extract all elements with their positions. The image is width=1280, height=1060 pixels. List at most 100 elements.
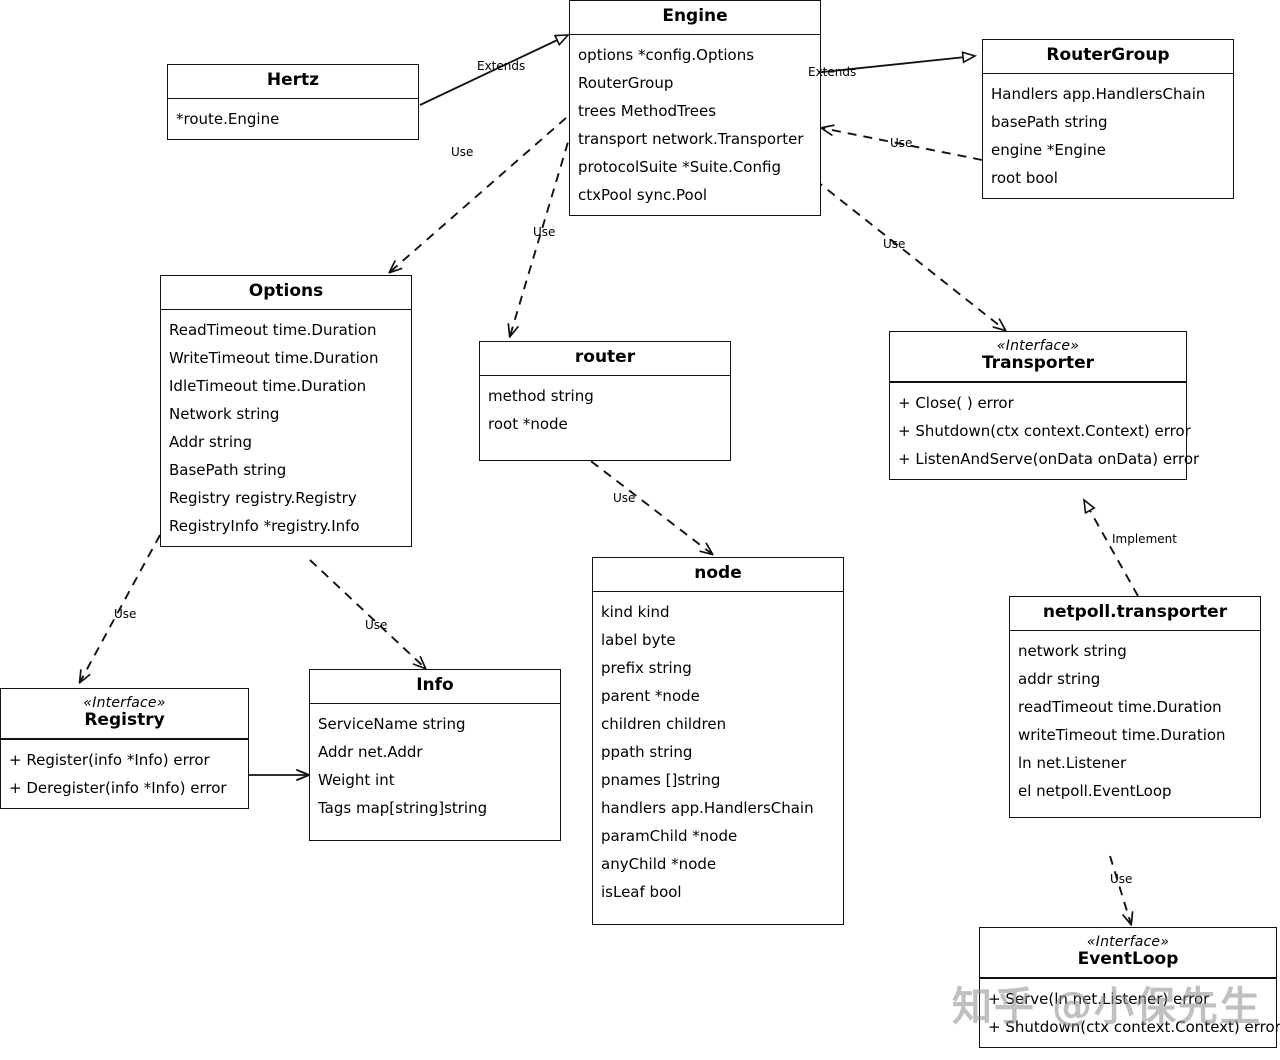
edge-label-options-info: Use	[365, 618, 388, 632]
class-member: Weight int	[318, 770, 395, 789]
class-body-hertz: *route.Engine	[168, 99, 418, 139]
class-member: method string	[488, 386, 594, 405]
class-title-node: node	[694, 563, 742, 583]
class-box-registry[interactable]: «Interface» Registry + Register(info *In…	[0, 688, 249, 809]
edge-netpoll-implements-transporter	[1084, 500, 1139, 597]
class-body-eventloop: + Serve(ln net.Listener) error + Shutdow…	[980, 979, 1280, 1047]
class-member: Addr string	[169, 432, 253, 451]
class-member: Tags map[string]string	[318, 798, 488, 817]
class-member: ln net.Listener	[1018, 753, 1127, 772]
class-header-eventloop: «Interface» EventLoop	[980, 928, 1276, 979]
class-member: writeTimeout time.Duration	[1018, 725, 1226, 744]
class-method: + ListenAndServe(onData onData) error	[898, 449, 1200, 468]
class-method: + Close( ) error	[898, 393, 1014, 412]
class-box-engine[interactable]: Engine options *config.Options RouterGro…	[569, 0, 821, 216]
class-title-eventloop: EventLoop	[1077, 949, 1179, 970]
edge-label-options-registry: Use	[114, 607, 137, 621]
class-header-options: Options	[161, 276, 411, 310]
class-member: BasePath string	[169, 460, 287, 479]
class-member: RegistryInfo *registry.Info	[169, 516, 360, 535]
class-header-hertz: Hertz	[168, 65, 418, 99]
edge-label-router-node: Use	[613, 491, 636, 505]
class-body-netpoll-transporter: network string addr string readTimeout t…	[1010, 631, 1260, 817]
class-member: Handlers app.HandlersChain	[991, 84, 1206, 103]
class-member: WriteTimeout time.Duration	[169, 348, 379, 367]
class-method: + Serve(ln net.Listener) error	[988, 989, 1210, 1008]
class-header-info: Info	[310, 670, 560, 704]
class-header-node: node	[593, 558, 843, 592]
class-member: Registry registry.Registry	[169, 488, 357, 507]
class-box-routergroup[interactable]: RouterGroup Handlers app.HandlersChain b…	[982, 39, 1234, 199]
edge-label-engine-transporter: Use	[883, 237, 906, 251]
edge-label-engine-options: Use	[451, 145, 474, 159]
class-body-info: ServiceName string Addr net.Addr Weight …	[310, 704, 560, 840]
class-header-routergroup: RouterGroup	[983, 40, 1233, 74]
class-member: ReadTimeout time.Duration	[169, 320, 377, 339]
class-member: trees MethodTrees	[578, 101, 717, 120]
class-member: network string	[1018, 641, 1127, 660]
class-box-eventloop[interactable]: «Interface» EventLoop + Serve(ln net.Lis…	[979, 927, 1280, 1048]
class-header-registry: «Interface» Registry	[1, 689, 248, 740]
class-member: ServiceName string	[318, 714, 466, 733]
class-body-node: kind kind label byte prefix string paren…	[593, 592, 843, 924]
class-member: *route.Engine	[176, 109, 280, 128]
class-body-router: method string root *node	[480, 376, 730, 460]
class-member: el netpoll.EventLoop	[1018, 781, 1172, 800]
class-header-netpoll-transporter: netpoll.transporter	[1010, 597, 1260, 631]
class-box-netpoll-transporter[interactable]: netpoll.transporter network string addr …	[1009, 596, 1261, 818]
class-member: ctxPool sync.Pool	[578, 185, 708, 204]
edge-engine-use-options	[388, 117, 567, 274]
class-member: root bool	[991, 168, 1058, 187]
class-body-routergroup: Handlers app.HandlersChain basePath stri…	[983, 74, 1233, 198]
class-body-registry: + Register(info *Info) error + Deregiste…	[1, 740, 248, 808]
class-box-options[interactable]: Options ReadTimeout time.Duration WriteT…	[160, 275, 412, 547]
class-method: + Shutdown(ctx context.Context) error	[988, 1017, 1280, 1036]
class-title-hertz: Hertz	[266, 70, 320, 90]
class-member: RouterGroup	[578, 73, 674, 92]
class-body-engine: options *config.Options RouterGroup tree…	[570, 35, 820, 215]
class-header-engine: Engine	[570, 1, 820, 35]
class-header-router: router	[480, 342, 730, 376]
class-box-node[interactable]: node kind kind label byte prefix string …	[592, 557, 844, 925]
class-member: Addr net.Addr	[318, 742, 423, 761]
edge-label-engine-router: Use	[533, 225, 556, 239]
class-title-routergroup: RouterGroup	[1046, 45, 1170, 65]
class-member: readTimeout time.Duration	[1018, 697, 1222, 716]
class-member: addr string	[1018, 669, 1101, 688]
class-title-registry: Registry	[84, 710, 165, 731]
edge-netpoll-use-eventloop	[1109, 855, 1134, 926]
class-member: transport network.Transporter	[578, 129, 804, 148]
class-member: anyChild *node	[601, 854, 717, 873]
class-box-hertz[interactable]: Hertz *route.Engine	[167, 64, 419, 140]
class-member: children children	[601, 714, 727, 733]
class-member: handlers app.HandlersChain	[601, 798, 814, 817]
edge-label-netpoll-eventloop: Use	[1110, 872, 1133, 886]
class-body-transporter: + Close( ) error + Shutdown(ctx context.…	[890, 383, 1200, 479]
class-box-info[interactable]: Info ServiceName string Addr net.Addr We…	[309, 669, 561, 841]
class-box-transporter[interactable]: «Interface» Transporter + Close( ) error…	[889, 331, 1200, 480]
edge-label-engine-routergroup: Extends	[808, 65, 857, 79]
class-member: engine *Engine	[991, 140, 1106, 159]
edge-label-hertz-engine: Extends	[477, 59, 526, 73]
class-method: + Register(info *Info) error	[9, 750, 210, 769]
class-member: IdleTimeout time.Duration	[169, 376, 367, 395]
edge-label-netpoll-transporter: Implement	[1112, 532, 1177, 546]
class-member: label byte	[601, 630, 676, 649]
class-member: Network string	[169, 404, 280, 423]
class-box-router[interactable]: router method string root *node	[479, 341, 731, 461]
class-method: + Shutdown(ctx context.Context) error	[898, 421, 1191, 440]
class-title-router: router	[574, 347, 636, 367]
stereotype-label: «Interface»	[996, 338, 1080, 354]
class-member: isLeaf bool	[601, 882, 682, 901]
class-member: basePath string	[991, 112, 1108, 131]
class-member: paramChild *node	[601, 826, 738, 845]
class-member: parent *node	[601, 686, 700, 705]
class-title-info: Info	[416, 675, 454, 695]
class-method: + Deregister(info *Info) error	[9, 778, 227, 797]
stereotype-label: «Interface»	[1086, 934, 1170, 950]
class-title-transporter: Transporter	[981, 353, 1095, 374]
class-header-transporter: «Interface» Transporter	[890, 332, 1186, 383]
class-member: protocolSuite *Suite.Config	[578, 157, 781, 176]
edge-label-routergroup-engine: Use	[890, 136, 913, 150]
